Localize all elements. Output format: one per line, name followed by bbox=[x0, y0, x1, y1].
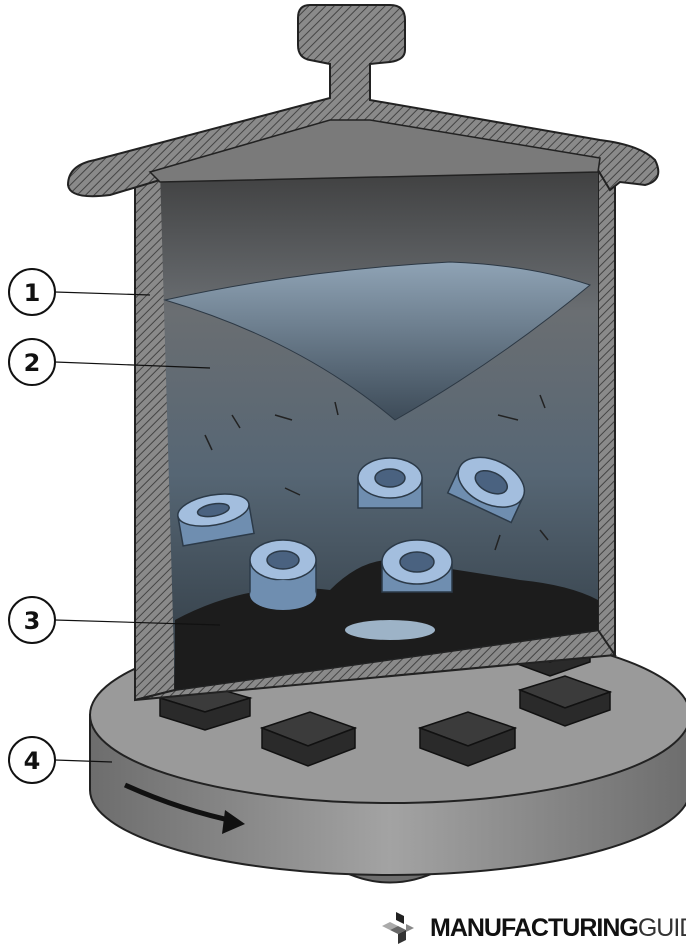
callout-3: 3 bbox=[8, 596, 221, 644]
rotation-arrowhead bbox=[222, 810, 245, 834]
rotating-base bbox=[89, 626, 686, 884]
logo-text-light: GUIDE bbox=[637, 913, 686, 942]
manufacturing-guide-logo: MANUFACTURINGGUIDE bbox=[378, 910, 686, 946]
liquid-surface bbox=[163, 261, 592, 421]
callout-label: 2 bbox=[24, 349, 41, 377]
callout-label: 1 bbox=[24, 279, 41, 307]
lid bbox=[66, 4, 660, 198]
workpiece-rings bbox=[177, 456, 526, 610]
callout-2: 2 bbox=[8, 338, 211, 386]
callout-1: 1 bbox=[8, 268, 151, 316]
callout-label: 3 bbox=[24, 607, 41, 635]
cube-logo-icon bbox=[382, 912, 414, 944]
container bbox=[134, 148, 617, 702]
logo-text-bold: MANUFACTURING bbox=[430, 913, 639, 942]
callout-label: 4 bbox=[24, 747, 41, 775]
callout-4: 4 bbox=[8, 736, 113, 784]
